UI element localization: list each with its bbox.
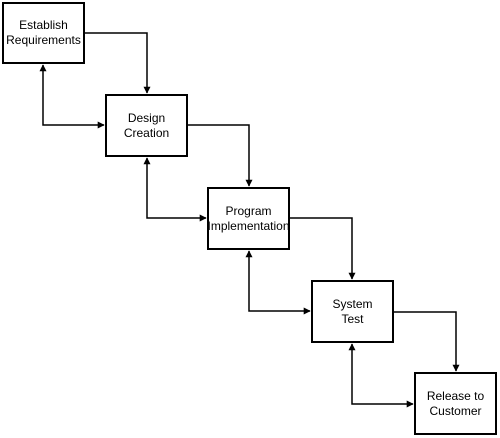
- stage-label-line: System: [332, 296, 373, 311]
- flow-arrow-implementation-to-test: [290, 217, 356, 280]
- flow-arrow-test-to-release: [394, 311, 460, 372]
- stage-label-line: Test: [341, 311, 364, 326]
- feedback-arrow-test-implementation: [245, 250, 311, 315]
- stage-label-line: Creation: [123, 125, 170, 140]
- stage-label-line: Implementation: [207, 218, 290, 233]
- feedback-arrow-implementation-design: [143, 157, 207, 222]
- stage-box-release-to-customer: Release to Customer: [414, 372, 497, 435]
- stage-box-system-test: System Test: [311, 280, 394, 343]
- feedback-arrow-release-test: [348, 343, 414, 408]
- stage-box-establish-requirements: Establish Requirements: [2, 2, 85, 64]
- flow-arrow-requirements-to-design: [85, 32, 151, 94]
- stage-box-program-implementation: Program Implementation: [207, 187, 290, 250]
- feedback-arrow-design-requirements: [39, 64, 105, 129]
- stage-label-line: Release to: [426, 388, 485, 403]
- flow-arrow-design-to-implementation: [188, 124, 253, 187]
- stage-label-line: Design: [127, 110, 166, 125]
- stage-box-design-creation: Design Creation: [105, 94, 188, 157]
- stage-label-line: Establish: [19, 18, 68, 32]
- stage-label-line: Program: [225, 203, 272, 218]
- stage-label-line: Customer: [429, 403, 482, 418]
- stage-label-line: Requirements: [6, 33, 81, 47]
